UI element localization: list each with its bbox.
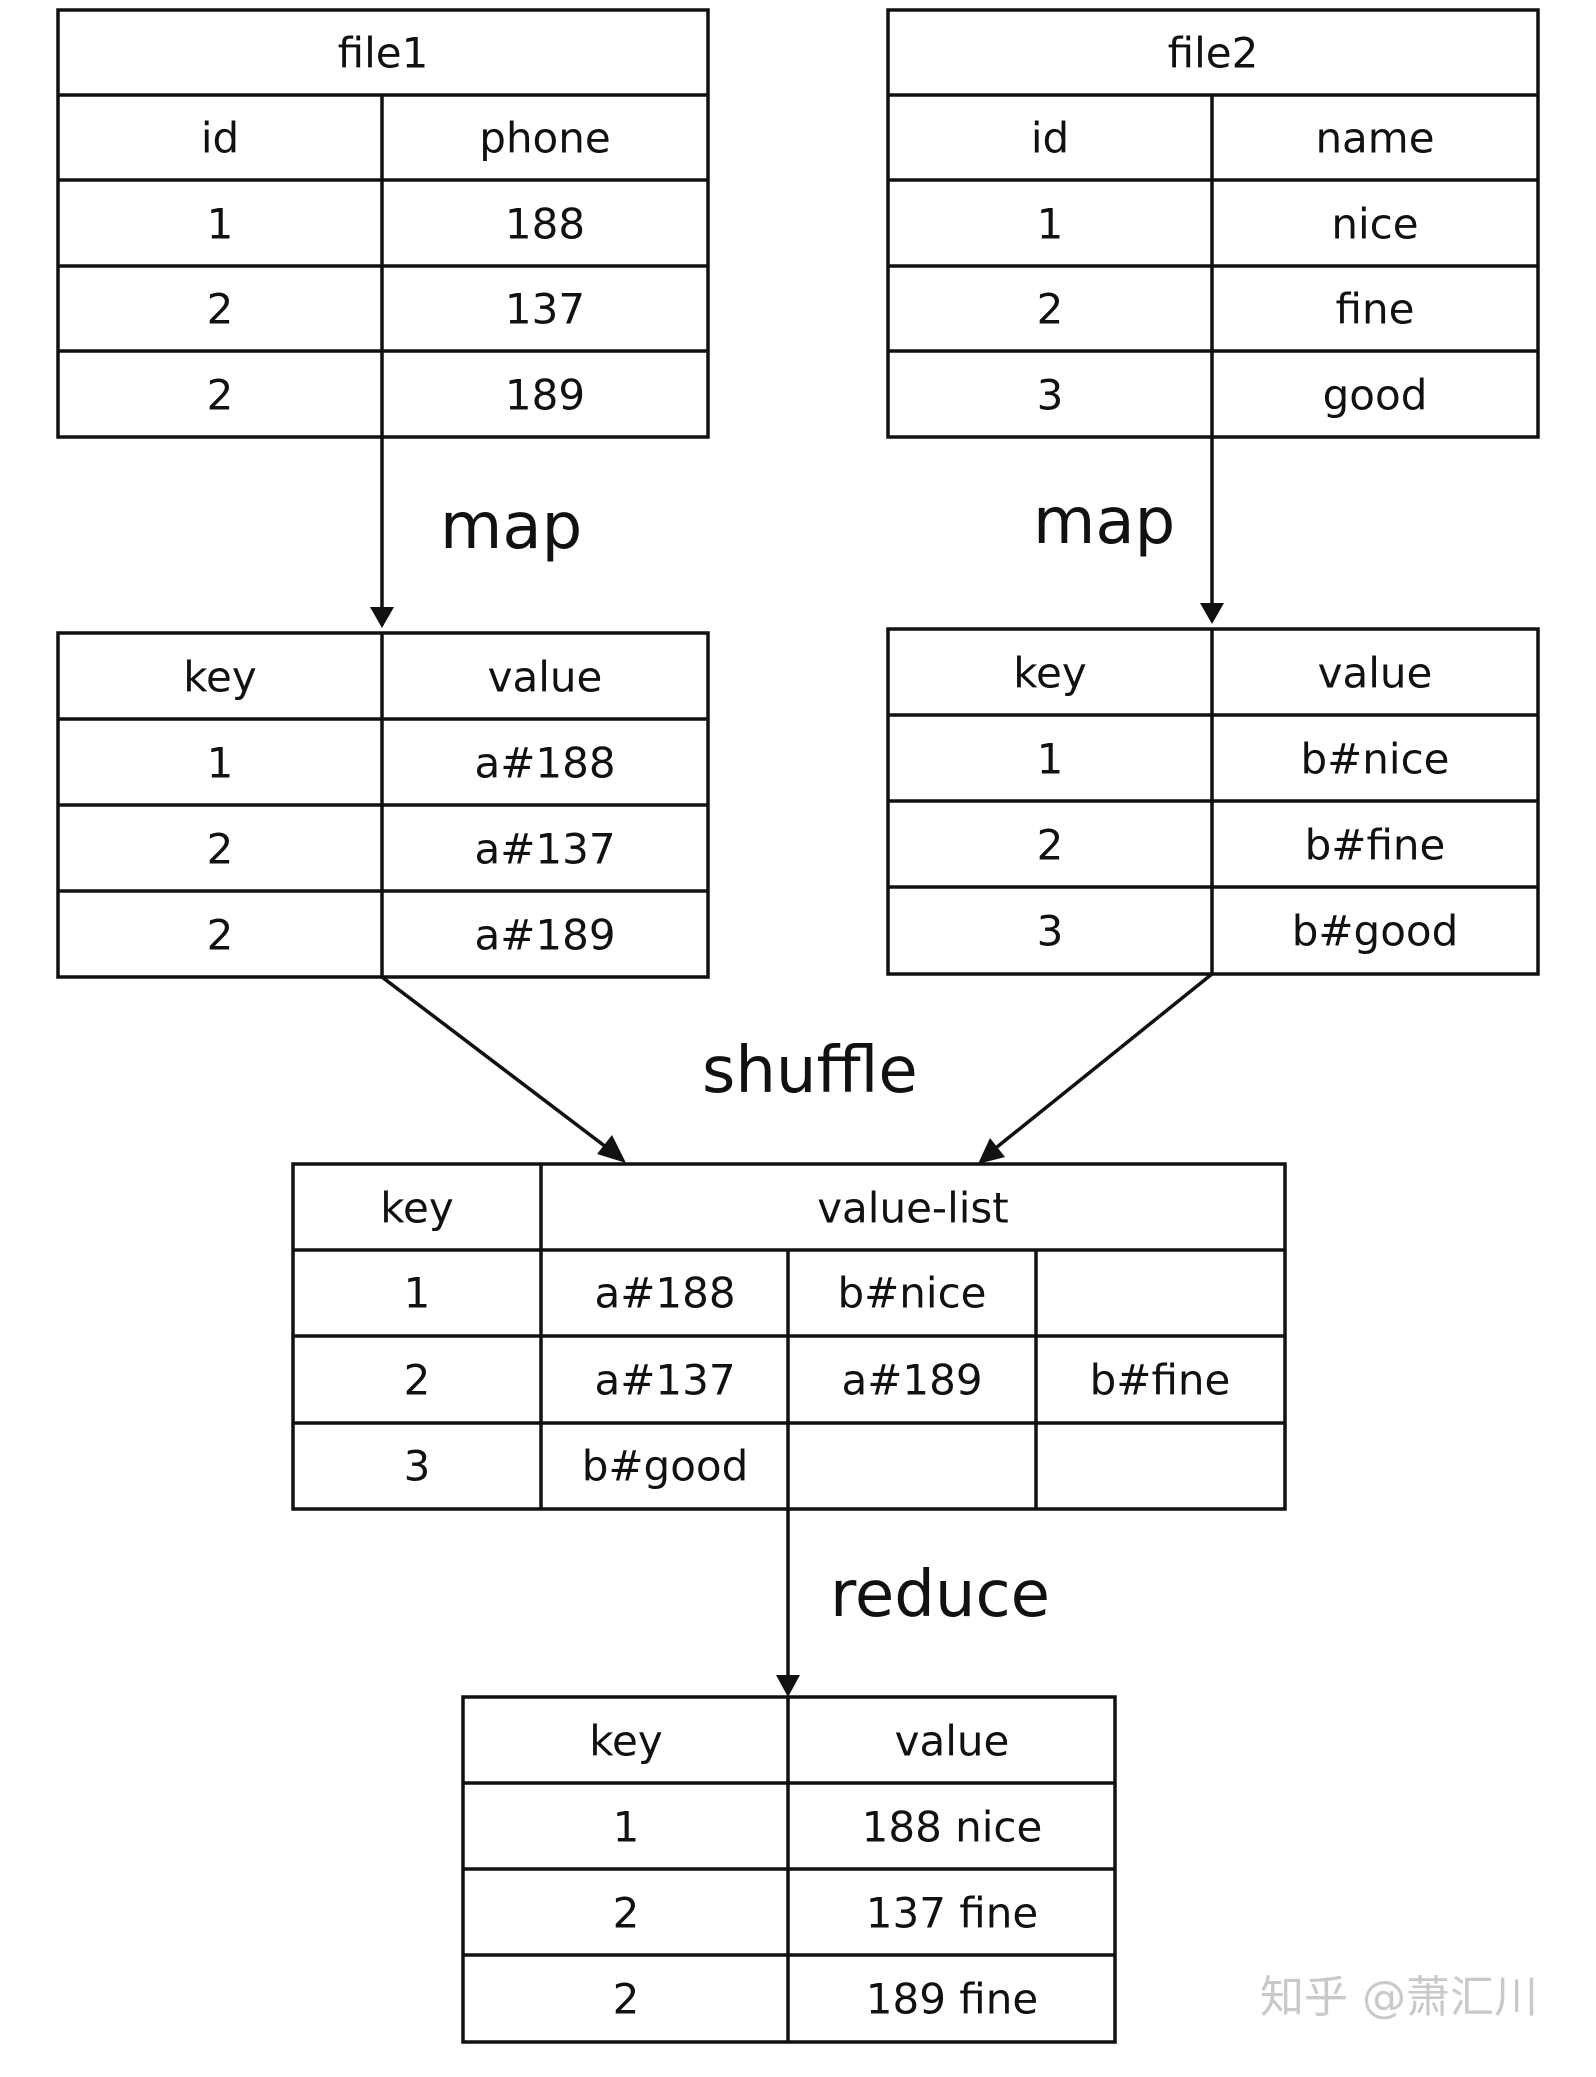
map-left-cell: 2 <box>207 911 234 960</box>
file1-header-phone: phone <box>479 114 610 163</box>
file1-table: file1 id phone 1 188 2 137 2 189 <box>56 8 710 439</box>
file1-cell: 137 <box>505 285 585 334</box>
reduce-output-table: key value 1 188 nice 2 137 fine 2 189 fi… <box>461 1695 1117 2044</box>
map-output-right-table: key value 1 b#nice 2 b#fine 3 b#good <box>886 627 1540 976</box>
shuffle-label: shuffle <box>702 1034 918 1108</box>
file1-cell: 2 <box>207 285 234 334</box>
shuffle-cell: b#good <box>582 1442 749 1491</box>
reduce-cell: 2 <box>613 1889 640 1938</box>
shuffle-header-key: key <box>380 1184 454 1233</box>
file2-cell: 3 <box>1037 371 1064 420</box>
file2-cell: 2 <box>1037 285 1064 334</box>
file1-cell: 2 <box>207 371 234 420</box>
map-right-header-value: value <box>1318 649 1433 698</box>
map-label-left: map <box>440 490 582 564</box>
file2-cell: good <box>1323 371 1428 420</box>
map-left-cell: a#189 <box>474 911 615 960</box>
map-right-cell: 3 <box>1037 907 1064 956</box>
file1-cell: 189 <box>505 371 585 420</box>
map-left-header-value: value <box>488 653 603 702</box>
map-arrow-left <box>370 437 394 628</box>
shuffle-cell: b#fine <box>1090 1356 1231 1405</box>
shuffle-cell: 1 <box>404 1269 431 1318</box>
reduce-cell: 188 nice <box>862 1803 1043 1852</box>
map-right-cell: b#nice <box>1300 735 1449 784</box>
reduce-cell: 189 fine <box>866 1975 1038 2024</box>
file2-title: file2 <box>1168 29 1259 78</box>
map-left-header-key: key <box>183 653 257 702</box>
map-left-cell: a#188 <box>474 739 615 788</box>
map-right-header-key: key <box>1013 649 1087 698</box>
shuffle-cell: 3 <box>404 1442 431 1491</box>
map-left-cell: 1 <box>207 739 234 788</box>
reduce-cell: 1 <box>613 1803 640 1852</box>
map-right-cell: b#fine <box>1305 821 1446 870</box>
shuffle-cell: 2 <box>404 1356 431 1405</box>
map-right-cell: b#good <box>1292 907 1459 956</box>
reduce-header-key: key <box>589 1717 663 1766</box>
reduce-cell: 2 <box>613 1975 640 2024</box>
shuffle-cell: a#137 <box>594 1356 735 1405</box>
watermark: 知乎 @萧汇川 <box>1260 1972 1538 2023</box>
file1-header-id: id <box>201 114 239 163</box>
file2-cell: fine <box>1336 285 1415 334</box>
map-arrow-right <box>1200 437 1224 624</box>
shuffle-header-value-list: value-list <box>817 1184 1009 1233</box>
shuffle-arrow-right <box>978 972 1214 1164</box>
map-right-cell: 1 <box>1037 735 1064 784</box>
file2-table: file2 id name 1 nice 2 fine 3 good <box>886 8 1540 439</box>
shuffle-cell: a#188 <box>594 1269 735 1318</box>
shuffle-cell: b#nice <box>837 1269 986 1318</box>
file1-cell: 188 <box>505 200 585 249</box>
map-label-right: map <box>1033 485 1175 559</box>
reduce-cell: 137 fine <box>866 1889 1038 1938</box>
reduce-label: reduce <box>830 1558 1050 1632</box>
shuffle-arrow-left <box>380 975 626 1163</box>
file2-header-name: name <box>1315 114 1434 163</box>
map-right-cell: 2 <box>1037 821 1064 870</box>
reduce-header-value: value <box>895 1717 1010 1766</box>
file2-cell: 1 <box>1037 200 1064 249</box>
file1-title: file1 <box>338 29 429 78</box>
file2-header-id: id <box>1031 114 1069 163</box>
map-left-cell: 2 <box>207 825 234 874</box>
shuffle-output-table: key value-list 1 a#188 b#nice 2 a#137 a#… <box>291 1162 1287 1511</box>
map-output-left-table: key value 1 a#188 2 a#137 2 a#189 <box>56 631 710 979</box>
shuffle-cell: a#189 <box>841 1356 982 1405</box>
file2-cell: nice <box>1331 200 1418 249</box>
map-left-cell: a#137 <box>474 825 615 874</box>
reduce-arrow <box>776 1509 800 1697</box>
file1-cell: 1 <box>207 200 234 249</box>
